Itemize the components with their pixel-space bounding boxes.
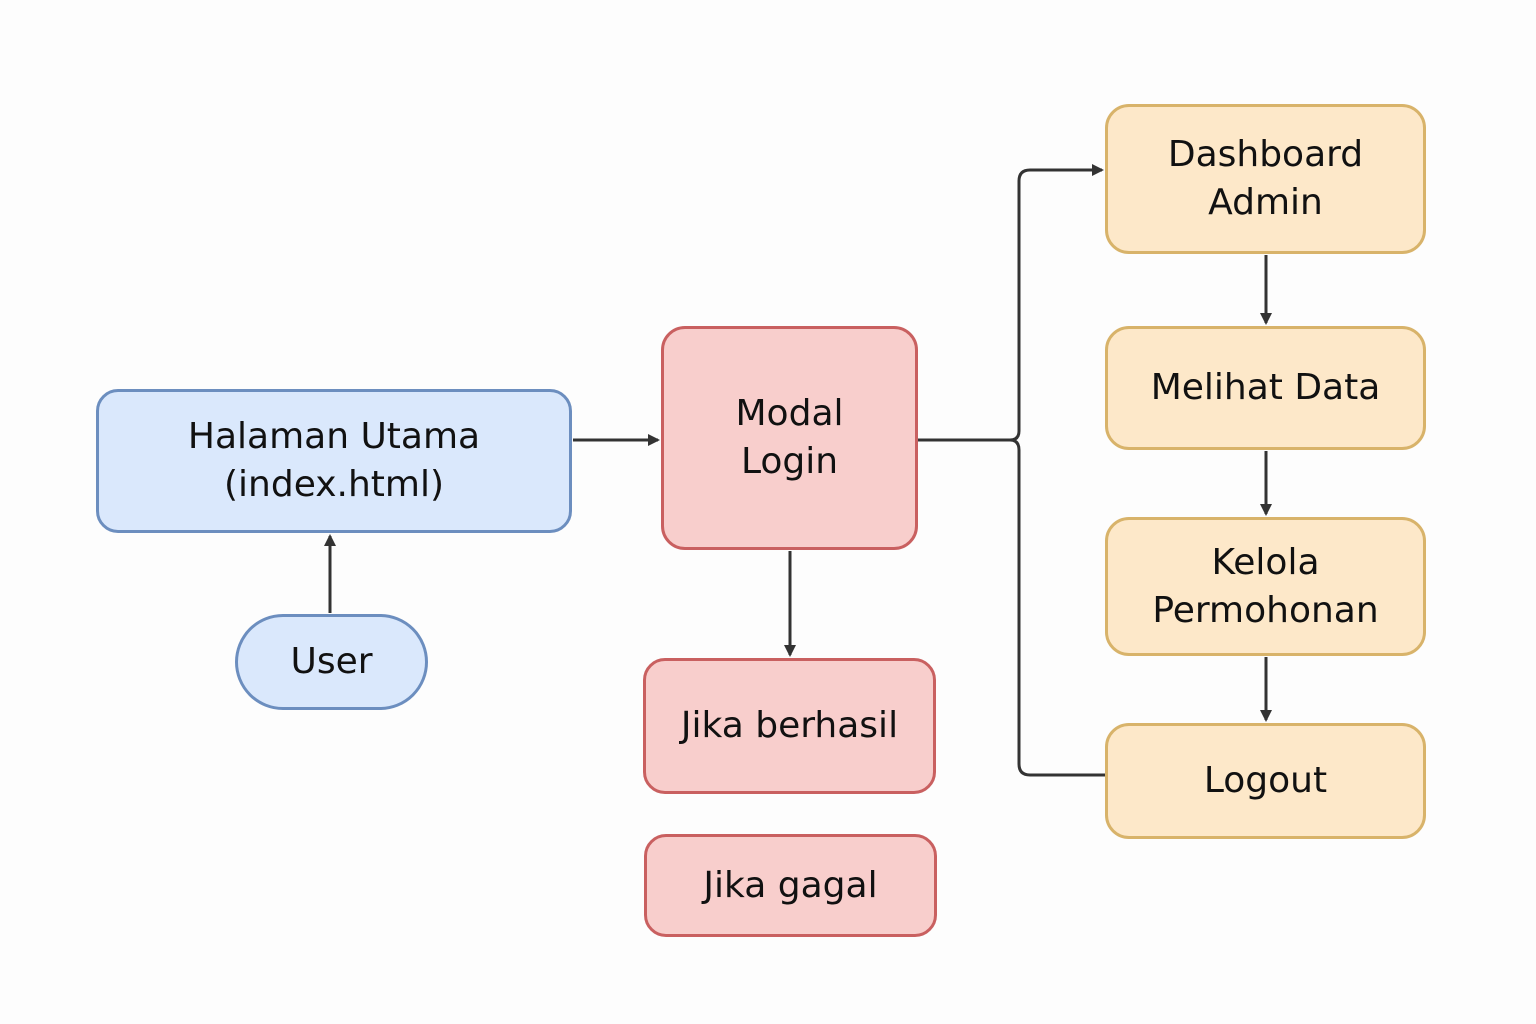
- node-halaman-utama-label: Halaman Utama (index.html): [187, 416, 481, 505]
- node-melihat-data: Melihat Data: [1105, 326, 1426, 450]
- node-halaman-utama: Halaman Utama (index.html): [96, 389, 572, 533]
- node-kelola-permohonan-label: Kelola Permohonan: [1152, 541, 1379, 631]
- node-jika-berhasil-label: Jika berhasil: [680, 705, 899, 747]
- node-jika-gagal-label: Jika gagal: [703, 864, 878, 906]
- node-jika-gagal: Jika gagal: [644, 834, 937, 937]
- node-logout-label: Logout: [1203, 760, 1328, 802]
- node-modal-login-label: Modal Login: [735, 393, 844, 482]
- connector-modal-split: [918, 164, 1104, 442]
- node-dashboard-admin-label: Dashboard Admin: [1167, 134, 1364, 223]
- node-modal-login: Modal Login: [661, 326, 918, 550]
- node-melihat-data-label: Melihat Data: [1150, 367, 1381, 409]
- node-dashboard-admin: Dashboard Admin: [1105, 104, 1426, 254]
- connector-split-to-logout: [1009, 438, 1105, 777]
- node-jika-berhasil: Jika berhasil: [643, 658, 936, 794]
- node-logout: Logout: [1105, 723, 1426, 839]
- node-kelola-permohonan: Kelola Permohonan: [1105, 517, 1426, 656]
- node-user-label: User: [290, 641, 373, 683]
- node-user: User: [235, 614, 428, 710]
